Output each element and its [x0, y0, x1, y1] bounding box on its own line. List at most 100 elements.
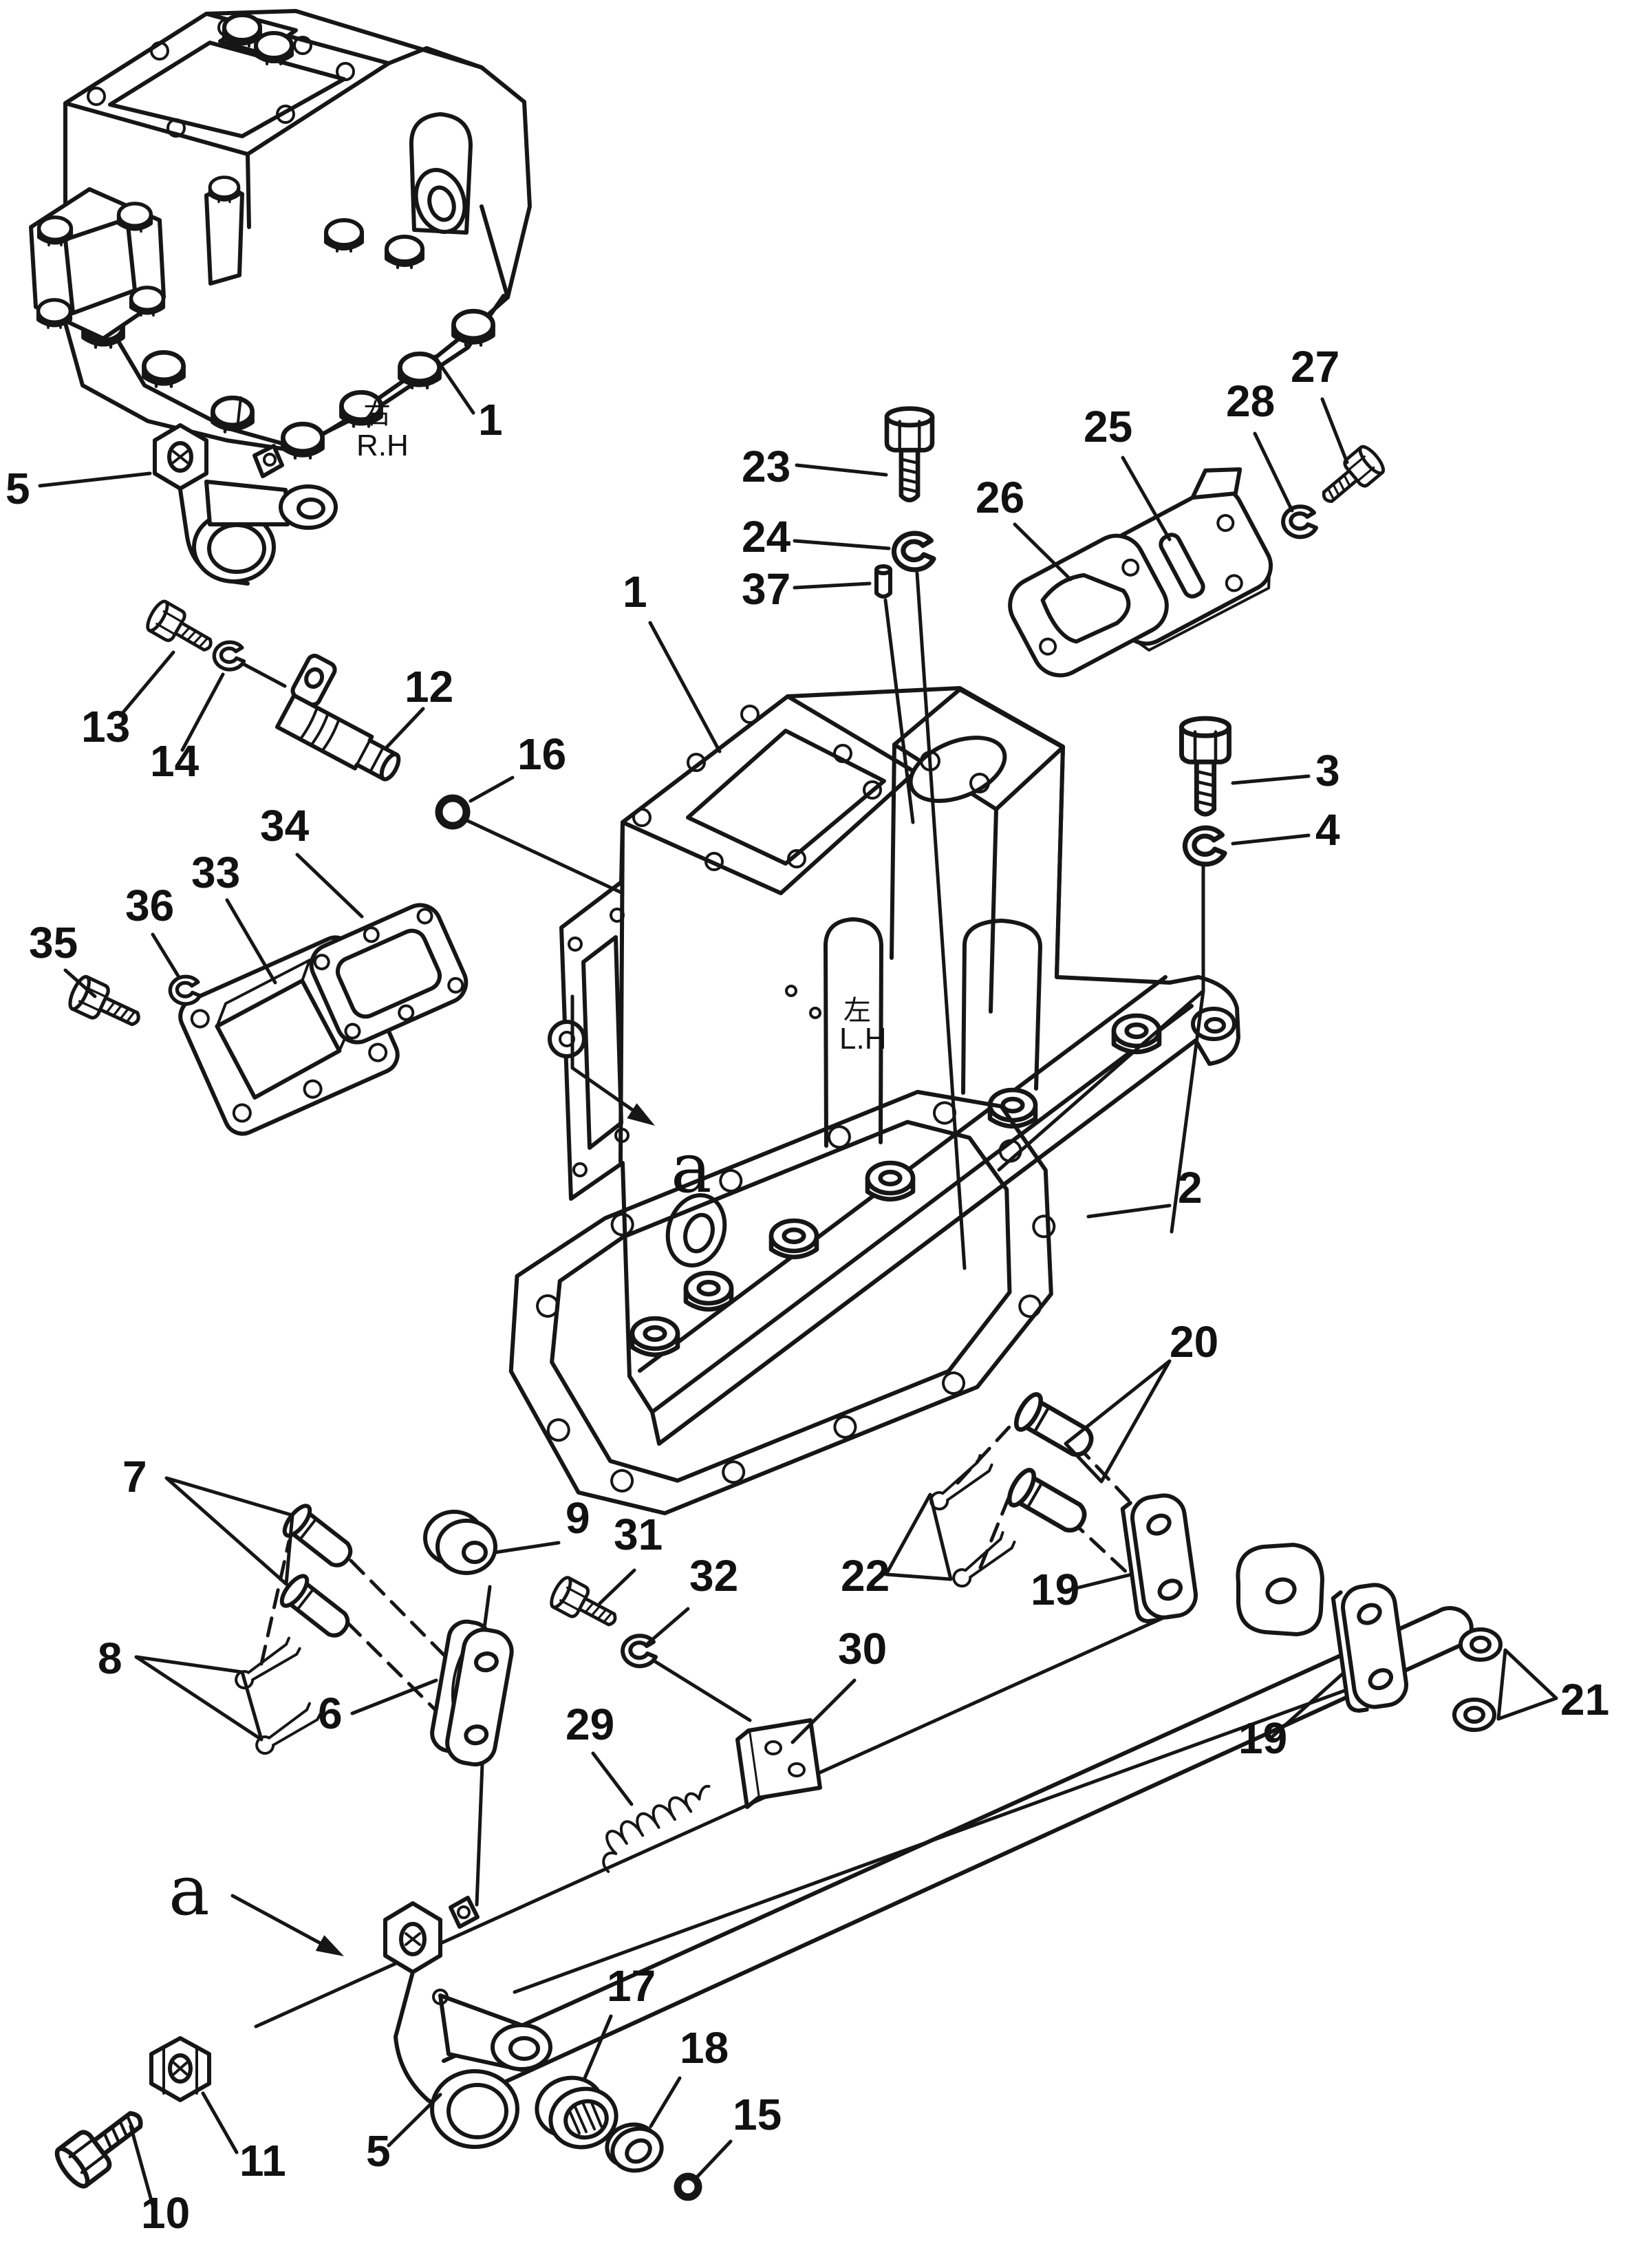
- callout-36: 36: [125, 881, 181, 979]
- assembly-lines: [230, 571, 1356, 2029]
- callout-11: 11: [201, 2091, 286, 2185]
- washer-36: [170, 976, 200, 1004]
- callout-12: 12: [385, 662, 453, 749]
- bolt3-install-line: [997, 859, 1205, 1234]
- part-number-37: 37: [742, 564, 790, 614]
- part-number-34: 34: [260, 801, 310, 850]
- lh-flange-boss: [686, 1273, 731, 1309]
- leader-line-4: [1231, 833, 1311, 846]
- callout-2: 2: [1086, 1163, 1203, 1219]
- part-number-23: 23: [742, 442, 790, 491]
- callout-14: 14: [150, 672, 225, 786]
- leader-line-27: [1320, 397, 1349, 464]
- leader-line-5: [38, 471, 152, 488]
- link6-install-line: [475, 1762, 484, 1907]
- long-line-1: [254, 1614, 1170, 2029]
- part-number-28: 28: [1226, 376, 1275, 426]
- lh-window: [581, 935, 623, 1150]
- bearing-17: [535, 2075, 618, 2150]
- callout-27: 27: [1291, 342, 1349, 464]
- pin-20: [1004, 1466, 1092, 1539]
- callout-7: 7: [122, 1452, 294, 1586]
- part-number-10: 10: [141, 2188, 190, 2238]
- bolt-27: [1315, 443, 1387, 511]
- oring16-install-line: [464, 818, 625, 895]
- leader-line-1: [648, 621, 722, 753]
- rh-latin-label: R.H: [356, 429, 409, 462]
- lh-flange-boss: [771, 1221, 817, 1257]
- callout-21: 21: [1496, 1648, 1609, 1724]
- callout-10: 10: [129, 2124, 190, 2238]
- spring-29: [589, 1782, 726, 1874]
- rh-mid-bolt: [326, 220, 362, 251]
- washer-28: [1283, 506, 1316, 537]
- view-a-lower-arrow: [230, 1894, 336, 1953]
- callout-37: 37: [742, 564, 872, 614]
- bolt-13: [144, 599, 218, 661]
- washer-14: [214, 642, 244, 670]
- rh-flange-bolt: [213, 398, 252, 432]
- lever-12: [275, 654, 401, 782]
- part-number-15: 15: [733, 2090, 782, 2139]
- part-number-4: 4: [1315, 805, 1340, 855]
- leader-line-19: [1063, 1572, 1134, 1593]
- part-number-22: 22: [841, 1551, 890, 1601]
- callout-26: 26: [976, 473, 1073, 581]
- rh-lever-boss-bolt: [210, 178, 239, 202]
- pin-7: [277, 1572, 355, 1644]
- nut-11: [149, 2036, 211, 2102]
- leader-line-30: [790, 1678, 857, 1744]
- pin20-axis-dashed: [956, 1417, 1163, 1607]
- callout-29: 29: [566, 1700, 634, 1806]
- leader-line-9: [493, 1541, 561, 1554]
- part-number-21: 21: [1560, 1675, 1609, 1724]
- long-line-2: [513, 1685, 1356, 1994]
- leader-line-18: [649, 2076, 682, 2128]
- callout-6: 6: [318, 1678, 438, 1738]
- part-number-35: 35: [29, 918, 78, 967]
- callout-20: 20: [1064, 1317, 1218, 1484]
- leader-line-23: [795, 463, 888, 477]
- part-number-5: 5: [366, 2126, 391, 2176]
- leader-line-3: [1231, 774, 1311, 785]
- callout-33: 33: [191, 848, 277, 985]
- view-a-lower-label: a: [169, 1850, 210, 1931]
- leader-line-12: [385, 707, 425, 749]
- part-number-13: 13: [81, 702, 130, 751]
- bolt-3: [1182, 718, 1229, 814]
- leader-line-16: [469, 775, 515, 803]
- leader-line-35: [63, 968, 97, 998]
- view-a-upper-arrowhead: [627, 1103, 655, 1126]
- leader-line-33: [225, 898, 277, 985]
- washer-4: [1185, 828, 1225, 864]
- leader-line-13: [118, 650, 175, 718]
- leader-line-31: [598, 1568, 636, 1605]
- lh-flange-boss: [868, 1163, 913, 1199]
- rh-kanji-label: 右: [363, 399, 391, 429]
- part-number-29: 29: [566, 1700, 614, 1749]
- callout-5: 5: [6, 464, 152, 513]
- washer14-install-line: [239, 661, 287, 688]
- callout-23: 23: [742, 442, 888, 491]
- oring-15: [674, 2172, 702, 2201]
- washer32-install-line: [650, 1658, 752, 1722]
- leader-line-24: [793, 539, 891, 550]
- part-number-6: 6: [318, 1689, 343, 1738]
- callout-layer: 1513141216343336351232437262528273422022…: [6, 342, 1609, 2238]
- leader-line-19: [1269, 1671, 1345, 1740]
- callout-9: 9: [493, 1493, 590, 1554]
- part-number-19: 19: [1238, 1713, 1287, 1763]
- pin7-axis-dashed: [259, 1539, 455, 1729]
- leader-line-1: [433, 354, 475, 415]
- leader-line-15: [694, 2139, 733, 2180]
- part-number-17: 17: [607, 1961, 656, 2011]
- callout-24: 24: [742, 512, 891, 561]
- leader-line-28: [1253, 431, 1294, 513]
- part-number-1: 1: [623, 567, 647, 617]
- oring-16: [435, 794, 471, 830]
- part-number-24: 24: [742, 512, 791, 561]
- leader-line-26: [1013, 522, 1073, 581]
- part-number-26: 26: [976, 473, 1024, 522]
- part-number-8: 8: [98, 1634, 122, 1683]
